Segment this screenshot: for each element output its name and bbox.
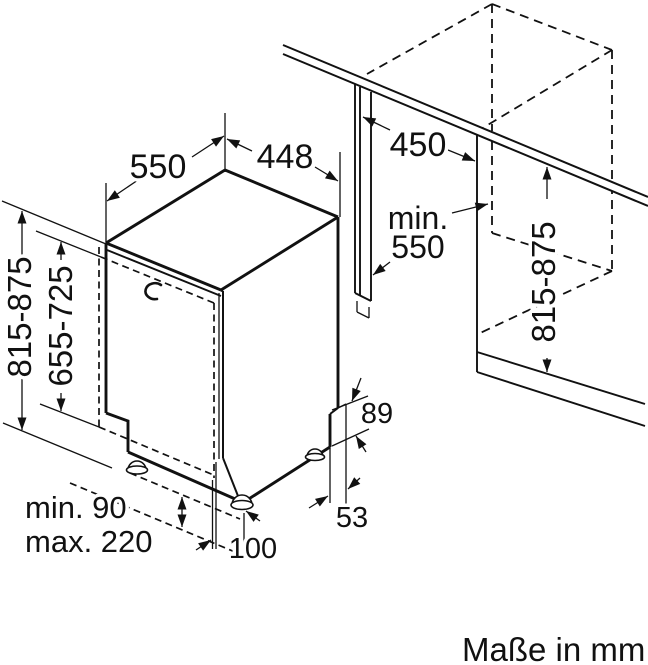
niche-dashed-box (366, 3, 613, 335)
label-door-height: 655-725 (42, 265, 79, 386)
dim-niche-depth (372, 202, 489, 276)
dim-top-width (105, 113, 226, 243)
label-base-inset: 53 (336, 502, 368, 534)
adjustable-foot-left (125, 460, 149, 475)
label-niche-height: 815-875 (525, 221, 562, 342)
label-plinth-max: max. 220 (25, 524, 153, 559)
dim-foot-offset (195, 462, 261, 551)
label-top-depth: 448 (257, 138, 314, 176)
label-niche-depth-value: 550 (391, 229, 444, 265)
dim-door-height (35, 230, 102, 428)
label-base-step: 89 (361, 398, 393, 430)
label-niche-width: 450 (390, 126, 447, 164)
label-appliance-height: 815-875 (1, 256, 38, 377)
label-foot-offset: 100 (229, 533, 277, 565)
dim-niche-width (362, 116, 476, 162)
label-top-width: 550 (130, 148, 187, 186)
dim-appliance-height (1, 200, 113, 469)
cabinet-side-panel (354, 84, 372, 319)
furniture-door-dashed (69, 247, 241, 553)
adjustable-foot-right (304, 448, 326, 462)
plinth-board (476, 135, 646, 427)
units-note: Maße in mm (462, 631, 645, 665)
adjustable-foot-front (230, 494, 254, 511)
label-niche-depth-min: min. (388, 200, 448, 236)
dim-top-depth (226, 138, 341, 217)
label-plinth-min: min. 90 (25, 490, 127, 525)
door-handle (144, 281, 163, 301)
appliance-body (104, 168, 340, 504)
countertop (282, 44, 648, 207)
dim-base-inset (308, 403, 361, 524)
